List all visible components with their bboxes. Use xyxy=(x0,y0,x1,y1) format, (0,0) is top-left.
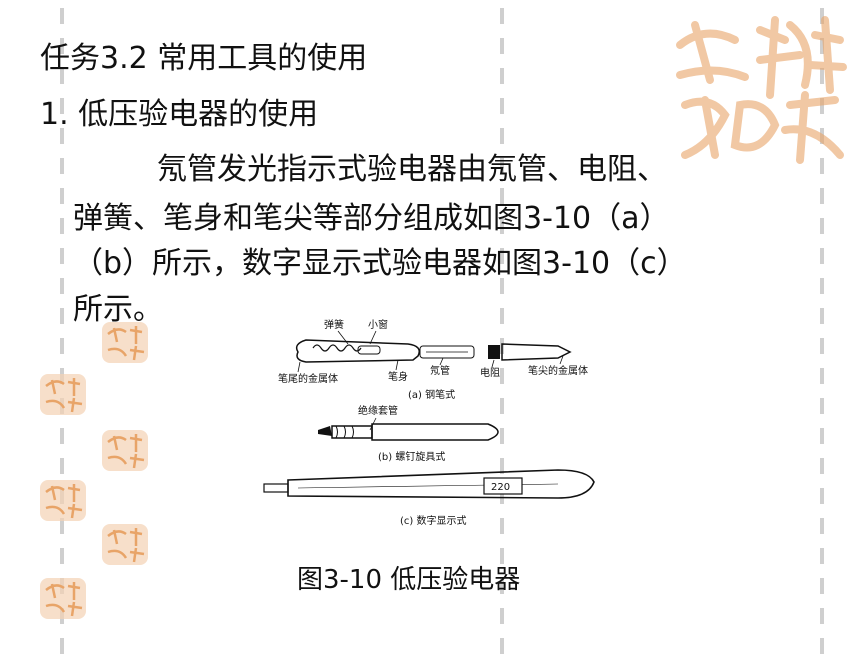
rail-dash xyxy=(820,38,824,54)
rail-dash xyxy=(60,428,64,444)
rail-dash xyxy=(820,518,824,534)
rail-dash xyxy=(820,578,824,594)
rail-dash xyxy=(500,398,504,414)
slide-title: 任务3.2 常用工具的使用 xyxy=(40,41,368,76)
rail-dash xyxy=(820,308,824,324)
paragraph-line: 弹簧、笔身和笔尖等部分组成如图3-10（a） xyxy=(73,201,670,236)
rail-dash xyxy=(500,458,504,474)
rail-dash xyxy=(500,428,504,444)
rail-dash xyxy=(820,188,824,204)
rail-dash xyxy=(60,518,64,534)
rail-dash xyxy=(500,578,504,594)
label-window: 小窗 xyxy=(368,318,388,331)
rail-dash xyxy=(60,458,64,474)
rail-dash xyxy=(60,548,64,564)
rail-dash xyxy=(820,428,824,444)
label-sleeve: 绝缘套管 xyxy=(358,404,398,417)
rail-dash xyxy=(60,218,64,234)
large-seal-stamp-icon xyxy=(676,16,847,164)
rail-dash xyxy=(500,128,504,144)
paragraph-line: （b）所示，数字显示式验电器如图3-10（c） xyxy=(73,246,687,281)
rail-dash xyxy=(820,158,824,174)
rail-dash xyxy=(820,218,824,234)
caption-b: (b) 螺钉旋具式 xyxy=(378,450,445,463)
rail-dash xyxy=(500,98,504,114)
rail-dash xyxy=(820,278,824,294)
rail-dash xyxy=(60,68,64,84)
small-seal-stamp-icon xyxy=(102,524,148,565)
rail-dash xyxy=(500,188,504,204)
rail-dash xyxy=(820,248,824,264)
voltage-tester-figure: 弹簧 小窗 笔尾的金属体 笔身 氖管 电阻 笔尖的金属体 (a) 钢笔式 绝缘套… xyxy=(263,318,595,527)
rail-dash xyxy=(500,218,504,234)
rail-dash xyxy=(60,128,64,144)
rail-dash xyxy=(500,608,504,624)
rail-dash xyxy=(500,8,504,24)
rail-dash xyxy=(820,548,824,564)
caption-c: (c) 数字显示式 xyxy=(400,514,466,527)
small-seal-stamp-icon xyxy=(40,480,86,521)
rail-dash xyxy=(60,188,64,204)
rail-dash xyxy=(500,308,504,324)
label-tip-metal: 笔尖的金属体 xyxy=(528,364,588,377)
display-reading: 220 xyxy=(491,482,510,493)
rail-dash xyxy=(820,338,824,354)
rail-dash xyxy=(500,38,504,54)
rail-dash xyxy=(820,98,824,114)
rail-dash xyxy=(820,458,824,474)
rail-dash xyxy=(500,278,504,294)
rail-dash xyxy=(60,278,64,294)
small-seal-stamp-icon xyxy=(102,430,148,471)
label-resistor: 电阻 xyxy=(480,366,500,379)
figure-caption: 图3-10 低压验电器 xyxy=(297,565,521,595)
rail-dash xyxy=(60,98,64,114)
rail-dash xyxy=(60,638,64,654)
rail-dash xyxy=(820,368,824,384)
small-seal-stamp-icon xyxy=(40,374,86,415)
small-seal-stamp-icon xyxy=(102,322,148,363)
caption-a: (a) 钢笔式 xyxy=(408,388,455,401)
rail-dash xyxy=(60,158,64,174)
rail-dash xyxy=(60,248,64,264)
rail-dash xyxy=(500,548,504,564)
label-tail-metal: 笔尾的金属体 xyxy=(278,372,338,385)
rail-dash xyxy=(500,368,504,384)
rail-dash xyxy=(820,68,824,84)
section-heading: 1. 低压验电器的使用 xyxy=(40,97,319,132)
small-seal-stamp-icon xyxy=(40,578,86,619)
label-neon: 氖管 xyxy=(430,364,450,377)
rail-dash xyxy=(820,398,824,414)
label-body: 笔身 xyxy=(388,370,408,383)
rail-dash xyxy=(500,158,504,174)
rail-dash xyxy=(820,638,824,654)
rail-dash xyxy=(60,38,64,54)
rail-dash xyxy=(500,488,504,504)
rail-dash xyxy=(820,8,824,24)
paragraph-line: 所示。 xyxy=(73,292,163,327)
rail-dash xyxy=(500,638,504,654)
rail-dash xyxy=(500,68,504,84)
paragraph-line: 氖管发光指示式验电器由氖管、电阻、 xyxy=(157,152,667,187)
rail-dash xyxy=(60,8,64,24)
rail-dash xyxy=(500,518,504,534)
label-spring: 弹簧 xyxy=(324,318,344,331)
rail-dash xyxy=(500,248,504,264)
rail-dash xyxy=(820,488,824,504)
rail-dash xyxy=(60,308,64,324)
rail-dash xyxy=(820,608,824,624)
rail-dash xyxy=(60,338,64,354)
